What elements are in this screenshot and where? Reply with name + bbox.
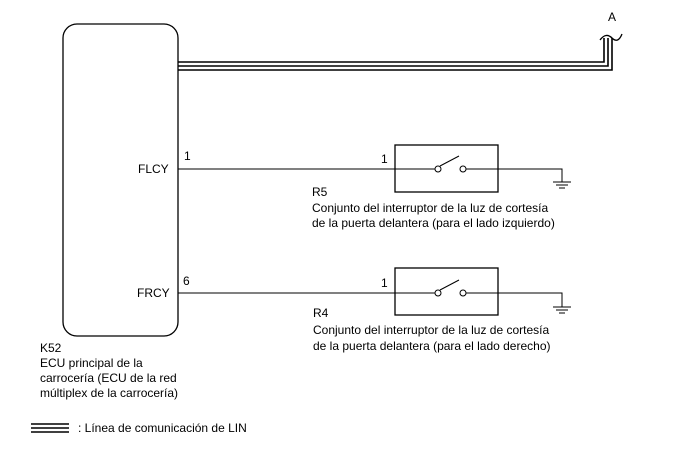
switch-r5-desc-line2: de la puerta delantera (para el lado izq…	[312, 216, 555, 230]
ecu-terminal-flcy-pin: 1	[184, 149, 191, 163]
switch-r5-desc-line1: Conjunto del interruptor de la luz de co…	[312, 201, 548, 215]
legend-text: : Línea de comunicación de LIN	[78, 421, 247, 435]
ground-icon	[553, 181, 571, 189]
wire-r5-ground	[498, 168, 563, 182]
switch-r4-box	[394, 267, 499, 316]
switch-r4-code: R4	[313, 306, 329, 320]
switch-r5-contact-icon	[395, 155, 498, 173]
ecu-terminal-frcy-pin: 6	[183, 274, 190, 288]
switch-r5-pin: 1	[381, 152, 388, 166]
ecu-terminal-flcy-label: FLCY	[138, 162, 169, 176]
switch-r4-contact-icon	[395, 279, 498, 297]
switch-r4-desc-line2: de la puerta delantera (para el lado der…	[313, 339, 551, 353]
ecu-name-line1: ECU principal de la	[40, 356, 143, 370]
wire-r4-ground	[498, 292, 563, 307]
connector-a-break-icon	[599, 33, 623, 41]
ecu-name-line3: múltiplex de la carrocería)	[40, 386, 178, 400]
ecu-terminal-frcy-label: FRCY	[137, 286, 170, 300]
ecu-name-line2: carrocería (ECU de la red	[40, 371, 177, 385]
switch-r5-code: R5	[312, 185, 328, 199]
legend-lin-line-icon	[31, 423, 69, 433]
ecu-box	[62, 23, 179, 337]
ecu-code: K52	[40, 341, 62, 355]
switch-r4-desc-line1: Conjunto del interruptor de la luz de co…	[313, 323, 549, 337]
connector-a-label: A	[608, 10, 616, 24]
switch-r4-pin: 1	[381, 276, 388, 290]
ground-icon	[553, 306, 571, 314]
lin-bus-line	[178, 38, 613, 71]
